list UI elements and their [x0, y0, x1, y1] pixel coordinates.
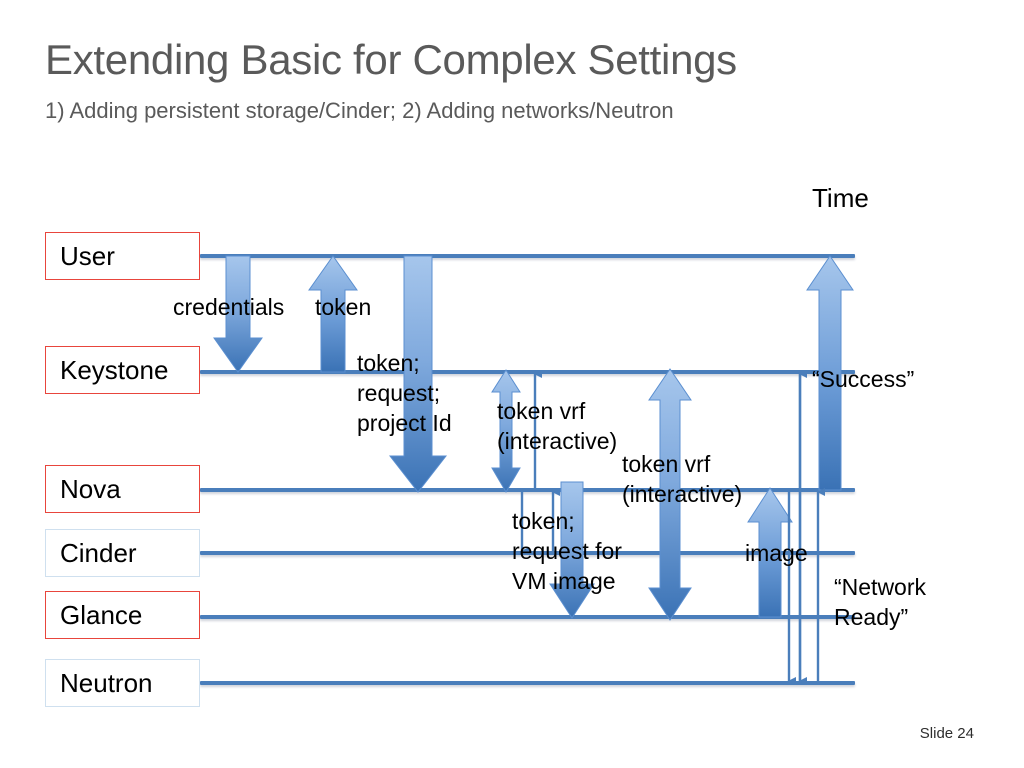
- actor-label: Keystone: [60, 354, 169, 385]
- arrow-success: [806, 255, 854, 491]
- actor-box-glance[interactable]: Glance: [45, 591, 200, 639]
- lifeline-neutron: [200, 681, 855, 685]
- lifeline-user: [200, 254, 855, 258]
- label-token-request: token; request; project Id: [357, 350, 452, 436]
- actor-label: Nova: [60, 473, 121, 504]
- label-token-request-vm: token; request for VM image: [512, 508, 622, 594]
- actor-label: Cinder: [60, 537, 137, 568]
- actor-box-nova[interactable]: Nova: [45, 465, 200, 513]
- arrow-token-request-projectid: [388, 255, 448, 493]
- label-time: Time: [812, 183, 869, 213]
- arrow-token: [308, 255, 358, 373]
- lifeline-nova: [200, 488, 855, 492]
- arrow-token-vrf-interactive-1: [491, 369, 521, 493]
- actor-box-cinder[interactable]: Cinder: [45, 529, 200, 577]
- arrow-token-request-vm-image: [549, 481, 595, 619]
- arrow-credentials: [213, 255, 263, 373]
- actor-box-keystone[interactable]: Keystone: [45, 346, 200, 394]
- actor-label: Neutron: [60, 667, 153, 698]
- arrow-token-vrf-interactive-2: [648, 368, 692, 621]
- label-credentials: credentials: [173, 294, 285, 320]
- label-network-ready: “Network Ready”: [834, 574, 927, 630]
- label-token: token: [315, 294, 372, 320]
- label-image: image: [745, 540, 808, 566]
- actor-box-neutron[interactable]: Neutron: [45, 659, 200, 707]
- actor-label: User: [60, 240, 115, 271]
- label-success: “Success”: [812, 366, 915, 392]
- label-token-vrf-1: token vrf (interactive): [497, 398, 618, 454]
- actor-label: Glance: [60, 599, 143, 630]
- arrow-image: [747, 487, 793, 618]
- page-title: Extending Basic for Complex Settings: [45, 36, 737, 83]
- lifeline-keystone: [200, 370, 855, 374]
- actor-box-user[interactable]: User: [45, 232, 200, 280]
- page-subtitle: 1) Adding persistent storage/Cinder; 2) …: [45, 98, 674, 123]
- slide-number: Slide 24: [919, 725, 974, 742]
- lifeline-glance: [200, 615, 855, 619]
- label-token-vrf-2: token vrf (interactive): [622, 451, 743, 507]
